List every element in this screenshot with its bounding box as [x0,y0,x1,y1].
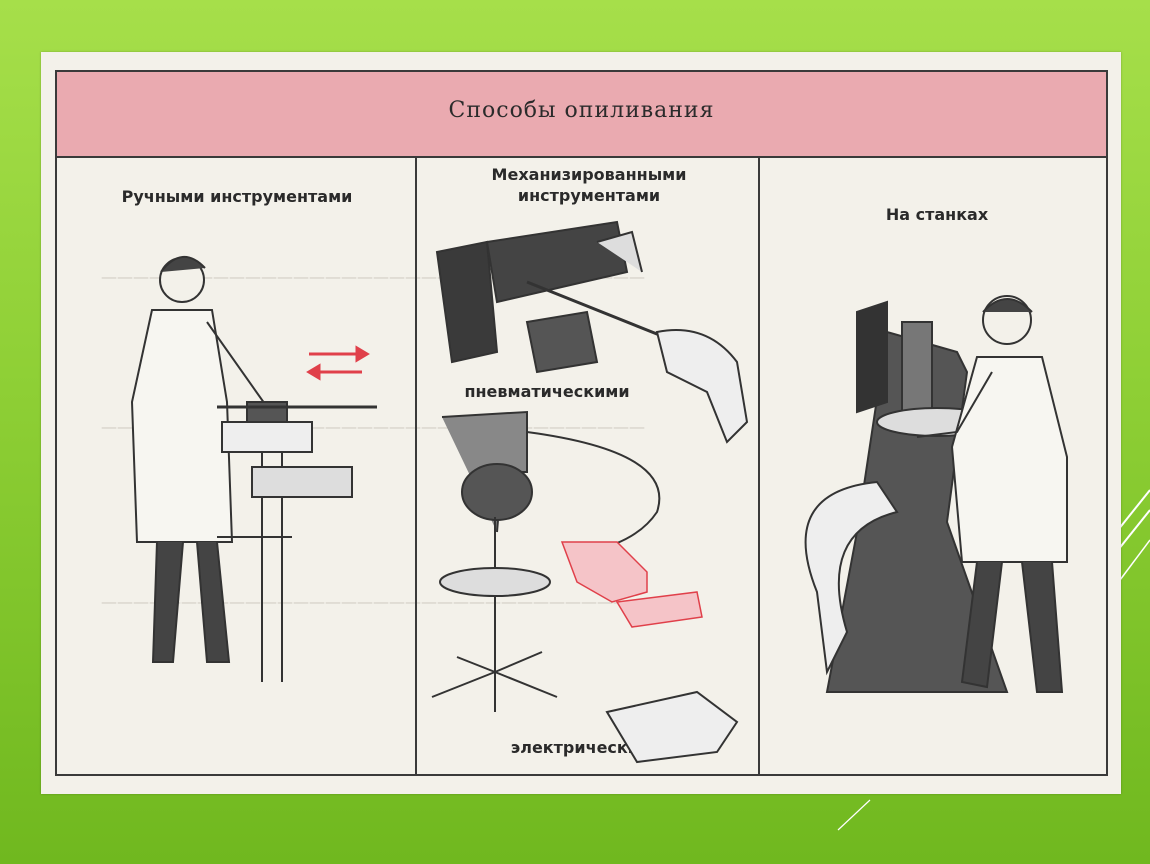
column-divider [415,158,417,774]
illustration-layer [130,220,1068,764]
column-1-label: Ручными инструментами [121,187,353,206]
column-2-label-line1: Механизированными [491,165,687,184]
pneumatic-tool-illustration [435,220,749,444]
electric-tool-illustration [431,410,739,764]
column-3-label: На станках [885,205,989,224]
motion-arrows [306,345,370,381]
bleed-through-text: —————————————————————————————————— [101,592,645,611]
hand-illustration [560,541,703,628]
textbook-page: —————————————————————————————————— —————… [41,52,1121,794]
page-title: Способы опиливания [448,98,715,123]
header-band: Способы опиливания [57,72,1106,158]
table-frame: Способы опиливания Ручными инструментами… [55,70,1108,776]
hand-filing-illustration [130,256,377,682]
machine-filing-illustration [804,295,1068,693]
column-divider [758,158,760,774]
column-2-label-line2: инструментами [517,186,661,205]
pneumatic-label: пневматическими [464,382,630,401]
